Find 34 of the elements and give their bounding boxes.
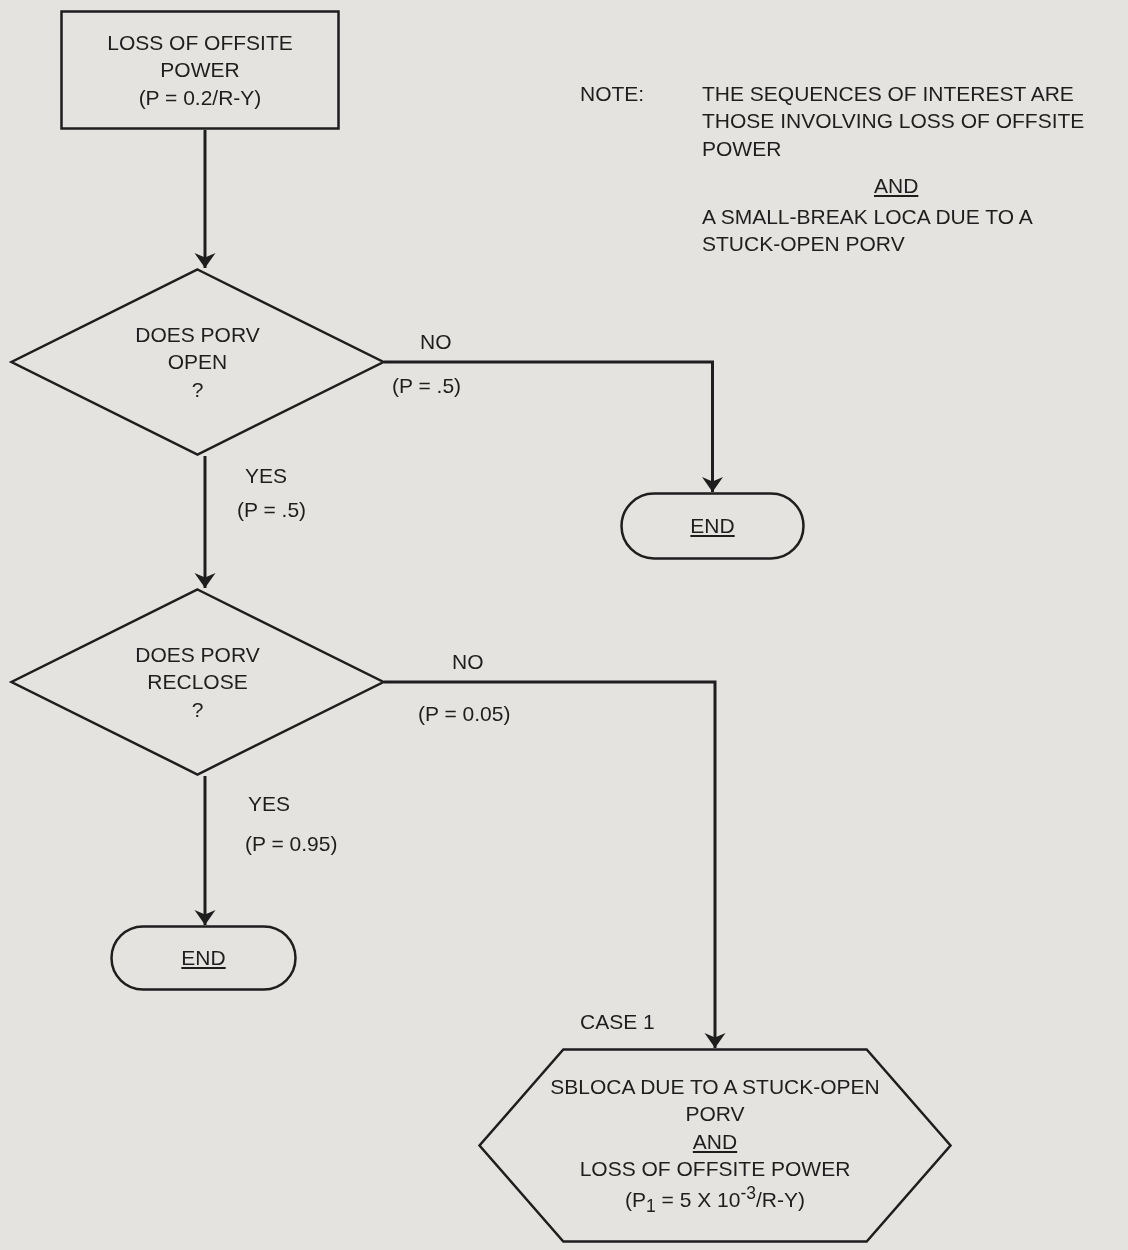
node-text: ? [191, 696, 204, 723]
decision-diamond [10, 268, 385, 456]
note-text: AND [874, 173, 919, 199]
note-text: (P = .5) [237, 497, 307, 523]
arrow [384, 360, 723, 492]
arrow [194, 776, 216, 925]
edge-label: NO [452, 649, 484, 675]
node-text: LOSS OF OFFSITE POWER [579, 1155, 851, 1182]
note-text: (P = .5) [392, 373, 462, 399]
arrow [384, 680, 726, 1048]
note-text: A SMALL-BREAK LOCA DUE TO A STUCK-OPEN PORV [702, 204, 1034, 258]
case-label: CASE 1 [580, 1009, 655, 1035]
edge-label: YES [248, 791, 291, 817]
node-text: DOES PORV RECLOSE [134, 642, 261, 696]
result-hexagon [478, 1048, 952, 1243]
node-text: ? [191, 376, 204, 403]
process-box [60, 10, 340, 130]
note-text: (P = 0.05) [418, 701, 511, 727]
note-heading: NOTE: [580, 81, 645, 107]
node-text: AND [692, 1128, 738, 1155]
node-text: END [690, 513, 735, 540]
note-text: THE SEQUENCES OF INTEREST ARE THOSE INVOLVING LOSS OF OFFSITE POWER [702, 81, 1086, 162]
note-text: (P = 0.95) [245, 831, 338, 857]
edge-label: NO [420, 329, 452, 355]
node-text: (P = 0.2/R-Y) [138, 84, 262, 111]
arrow [194, 456, 216, 588]
arrow [194, 130, 216, 268]
node-text: SBLOCA DUE TO A STUCK-OPEN PORV [549, 1073, 881, 1128]
node-text: DOES PORV OPEN [134, 322, 261, 376]
decision-diamond [10, 588, 385, 776]
edge-label: YES [245, 463, 288, 489]
node-text: (P$_{1}$ = 5 X 10$^{-3}$/R-Y) [625, 1182, 805, 1219]
node-text: END [181, 945, 226, 972]
node-text: LOSS OF OFFSITE POWER [106, 30, 294, 84]
